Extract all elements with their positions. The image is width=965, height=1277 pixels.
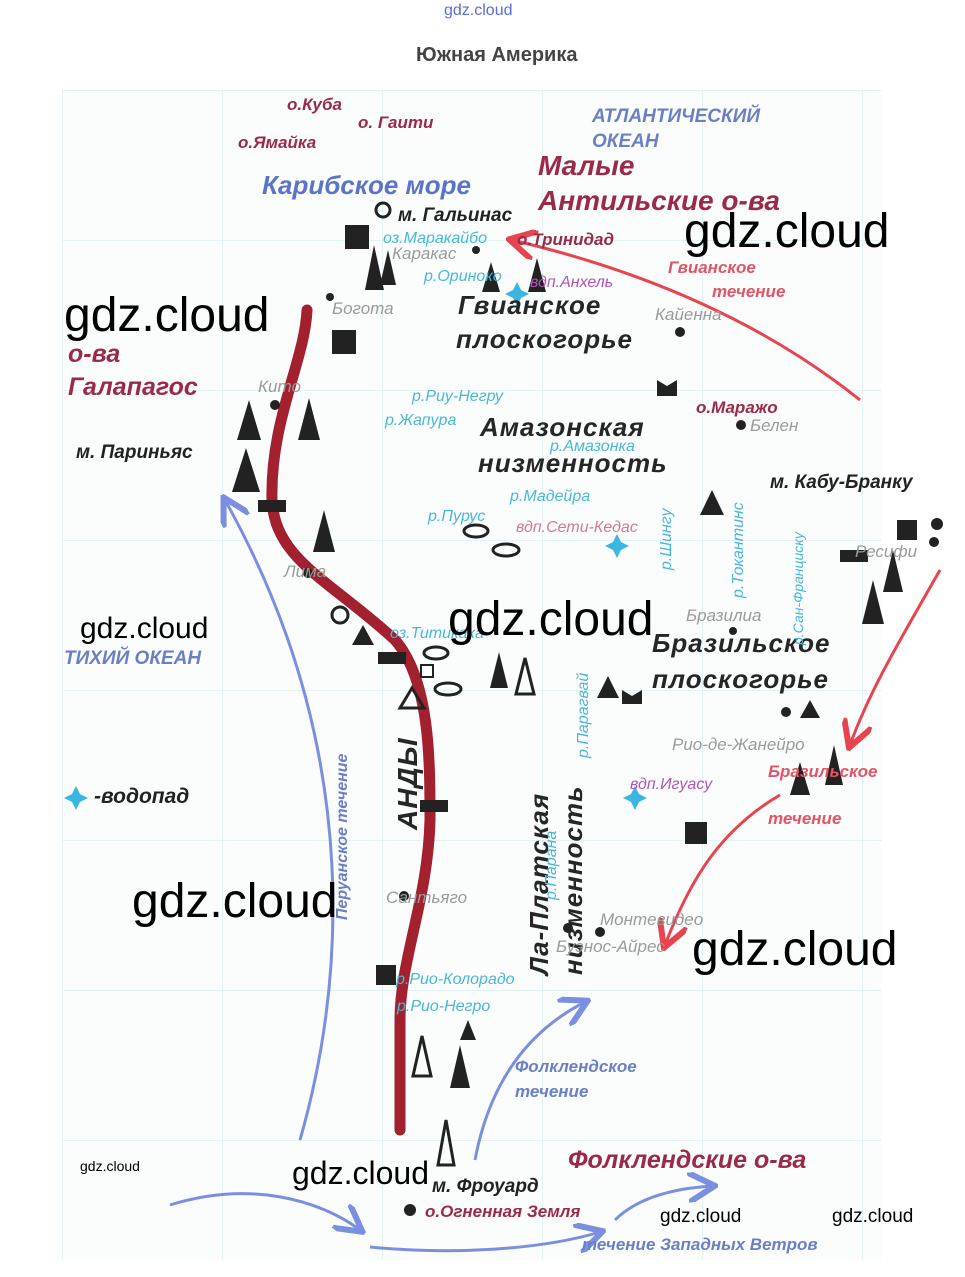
brazil-current-arrow-1: [850, 569, 942, 745]
watermark: gdz.cloud: [64, 289, 270, 342]
label-lesser-antilles-1: Малые: [538, 150, 635, 181]
label-pacific: ТИХИЙ ОКЕАН: [64, 648, 202, 669]
label-trinidad: о.Тринидад: [517, 230, 614, 249]
legend-waterfall: -водопад: [94, 785, 190, 808]
label-iguazu: вдп.Игуасу: [630, 776, 713, 793]
west-winds-arrow-3: [613, 1186, 712, 1222]
label-falkland-current-1: Фолклендское: [515, 1057, 637, 1076]
label-buenos-aires: Буэнос-Айрес: [556, 937, 665, 956]
city-dots: [270, 246, 943, 1216]
label-rio: Рио-де-Жанейро: [672, 735, 805, 754]
label-titicaca: оз.Титикака: [390, 625, 484, 642]
watermark: gdz.cloud: [832, 1206, 914, 1227]
label-west-winds-current: течение Западных Ветров: [582, 1235, 818, 1254]
label-sete-quedas: вдп.Сети-Кедас: [516, 519, 638, 536]
label-cape-parinas: м. Париньяс: [76, 442, 193, 463]
label-angel-falls: вдп.Анхель: [530, 274, 614, 291]
label-galapagos-1: о-ва: [68, 340, 121, 368]
hollow-symbols: [330, 201, 536, 1167]
label-amazon-2: низменность: [478, 448, 668, 478]
label-rio-negro: р.Риу-Негру: [412, 388, 503, 405]
label-caribbean-sea: Карибское море: [262, 170, 471, 200]
label-caracas: Каракас: [392, 244, 457, 263]
west-winds-arrow-2: [369, 1232, 600, 1251]
watermark: gdz.cloud: [660, 1206, 742, 1227]
label-cuba: о.Куба: [287, 95, 342, 114]
guiana-current-arrow: [512, 240, 861, 402]
label-cape-gallinas: м. Гальинас: [398, 205, 513, 226]
label-paraguay: р.Парагвай: [575, 672, 592, 758]
label-atlantic-1: АТЛАНТИЧЕСКИЙ: [592, 106, 761, 127]
label-guiana-current-1: Гвианское: [668, 258, 756, 277]
label-sao-francisco: р.Сан-Франциску: [790, 532, 806, 645]
falkland-current-arrow: [473, 1002, 585, 1161]
label-cape-cabo-branco: м. Кабу-Бранку: [770, 472, 913, 493]
label-quito: Кито: [258, 377, 301, 396]
label-brazil-current-1: Бразильское: [768, 762, 878, 781]
watermark: gdz.cloud: [692, 923, 898, 976]
label-guiana-current-2: течение: [712, 282, 786, 301]
label-amazon-river: р.Амазонка: [550, 438, 635, 455]
brazil-current-arrow-2: [665, 793, 781, 945]
label-xingu: р.Шингу: [658, 508, 675, 570]
andes-ridge: [266, 304, 436, 1136]
label-galapagos-2: Галапагос: [68, 373, 198, 401]
label-tierra-del-fuego: о.Огненная Земля: [425, 1202, 581, 1221]
label-jamaica: о.Ямайка: [238, 133, 317, 152]
label-guiana-2: плоскогорье: [456, 324, 634, 354]
mineral-symbols: [232, 225, 917, 1088]
watermark: gdz.cloud: [448, 593, 654, 646]
watermark: gdz.cloud: [80, 612, 209, 645]
label-amazon-1: Амазонская: [480, 412, 645, 442]
label-brazil-current-2: течение: [768, 809, 842, 828]
label-atlantic-2: ОКЕАН: [592, 131, 659, 152]
label-brazil-1: Бразильское: [652, 628, 831, 658]
label-andes: АНДЫ: [392, 737, 423, 830]
site-logo[interactable]: gdz.cloud: [444, 2, 513, 19]
map-background: [62, 90, 882, 1260]
label-cape-froward: м. Фроуард: [432, 1176, 539, 1197]
label-orinoco: р.Ориноко: [424, 268, 502, 285]
label-santiago: Сантьяго: [386, 888, 468, 907]
peru-current-arrow: [225, 500, 335, 1141]
watermark: gdz.cloud: [132, 875, 338, 928]
waterfall-icons: [64, 282, 647, 810]
label-brazil-2: плоскогорье: [652, 664, 830, 694]
label-lesser-antilles-2: Антильские о-ва: [538, 185, 780, 216]
label-falklands: Фолклендские о-ва: [568, 1146, 807, 1174]
watermark: gdz.cloud: [292, 1155, 429, 1191]
label-bogota: Богота: [332, 299, 394, 318]
label-lima: Лима: [284, 562, 327, 581]
label-parana: р.Парана: [543, 830, 560, 900]
label-recife: Ресифи: [855, 542, 918, 561]
west-winds-arrow-1: [169, 1192, 360, 1230]
watermark: gdz.cloud: [684, 205, 890, 258]
label-guiana-1: Гвианское: [458, 290, 602, 320]
label-japura: р.Жапура: [385, 412, 457, 429]
label-cayenne: Кайенна: [655, 305, 722, 324]
page-title: Южная Америка: [416, 44, 578, 66]
label-maracaibo: оз.Маракайбо: [383, 230, 488, 247]
label-negro: р.Рио-Негро: [397, 998, 491, 1015]
label-tocantins: р.Токантинс: [730, 502, 747, 598]
label-montevideo: Монтевидео: [600, 910, 704, 929]
label-colorado: р.Рио-Колорадо: [396, 971, 515, 988]
label-purus: р.Пурус: [428, 508, 486, 525]
label-marajo: о.Маражо: [696, 398, 778, 417]
watermark: gdz.cloud: [80, 1158, 140, 1174]
label-falkland-current-2: течение: [515, 1082, 589, 1101]
label-belem: Белен: [750, 416, 799, 435]
label-haiti: о. Гаити: [358, 113, 434, 132]
label-madeira: р.Мадейра: [510, 488, 591, 505]
label-brasilia: Бразилиа: [686, 606, 762, 625]
